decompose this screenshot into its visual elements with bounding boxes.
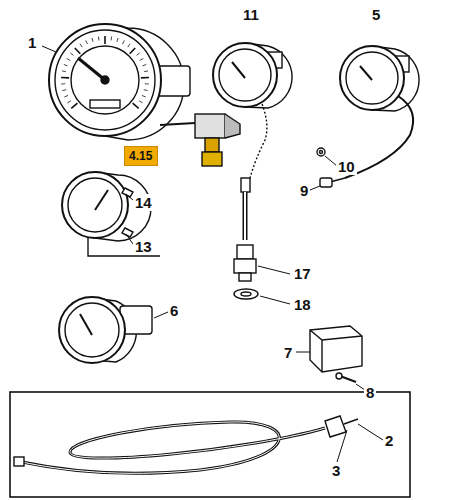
tachometer [49, 24, 190, 140]
callout-number: 8 [364, 384, 376, 401]
pressure-sender [160, 114, 240, 166]
callout-number: 7 [282, 344, 294, 361]
callout-number: 1 [26, 34, 38, 51]
callout-number: 14 [133, 194, 154, 211]
ammeter [62, 172, 160, 256]
callout-number: 9 [298, 182, 310, 199]
fuel-gauge [59, 297, 152, 363]
callout-number: 13 [133, 238, 154, 255]
adaptor [234, 245, 258, 299]
temperature-gauge [213, 43, 292, 240]
callout-number: 11 [241, 6, 261, 23]
callout-number: 17 [292, 265, 313, 282]
voltage-stabiliser [310, 326, 362, 382]
leader-lines [42, 46, 383, 462]
callout-number: 6 [168, 302, 180, 319]
callout-number: 3 [330, 462, 342, 479]
callout-number: 2 [383, 432, 395, 449]
oil-pressure-gauge [317, 46, 419, 187]
part-number-box: 4.15 [124, 146, 158, 166]
callout-number: 10 [336, 158, 357, 175]
callout-number: 18 [292, 296, 313, 313]
callout-number: 5 [370, 6, 382, 23]
speedometer-cable [14, 416, 358, 473]
part-number: 4.15 [125, 147, 157, 165]
